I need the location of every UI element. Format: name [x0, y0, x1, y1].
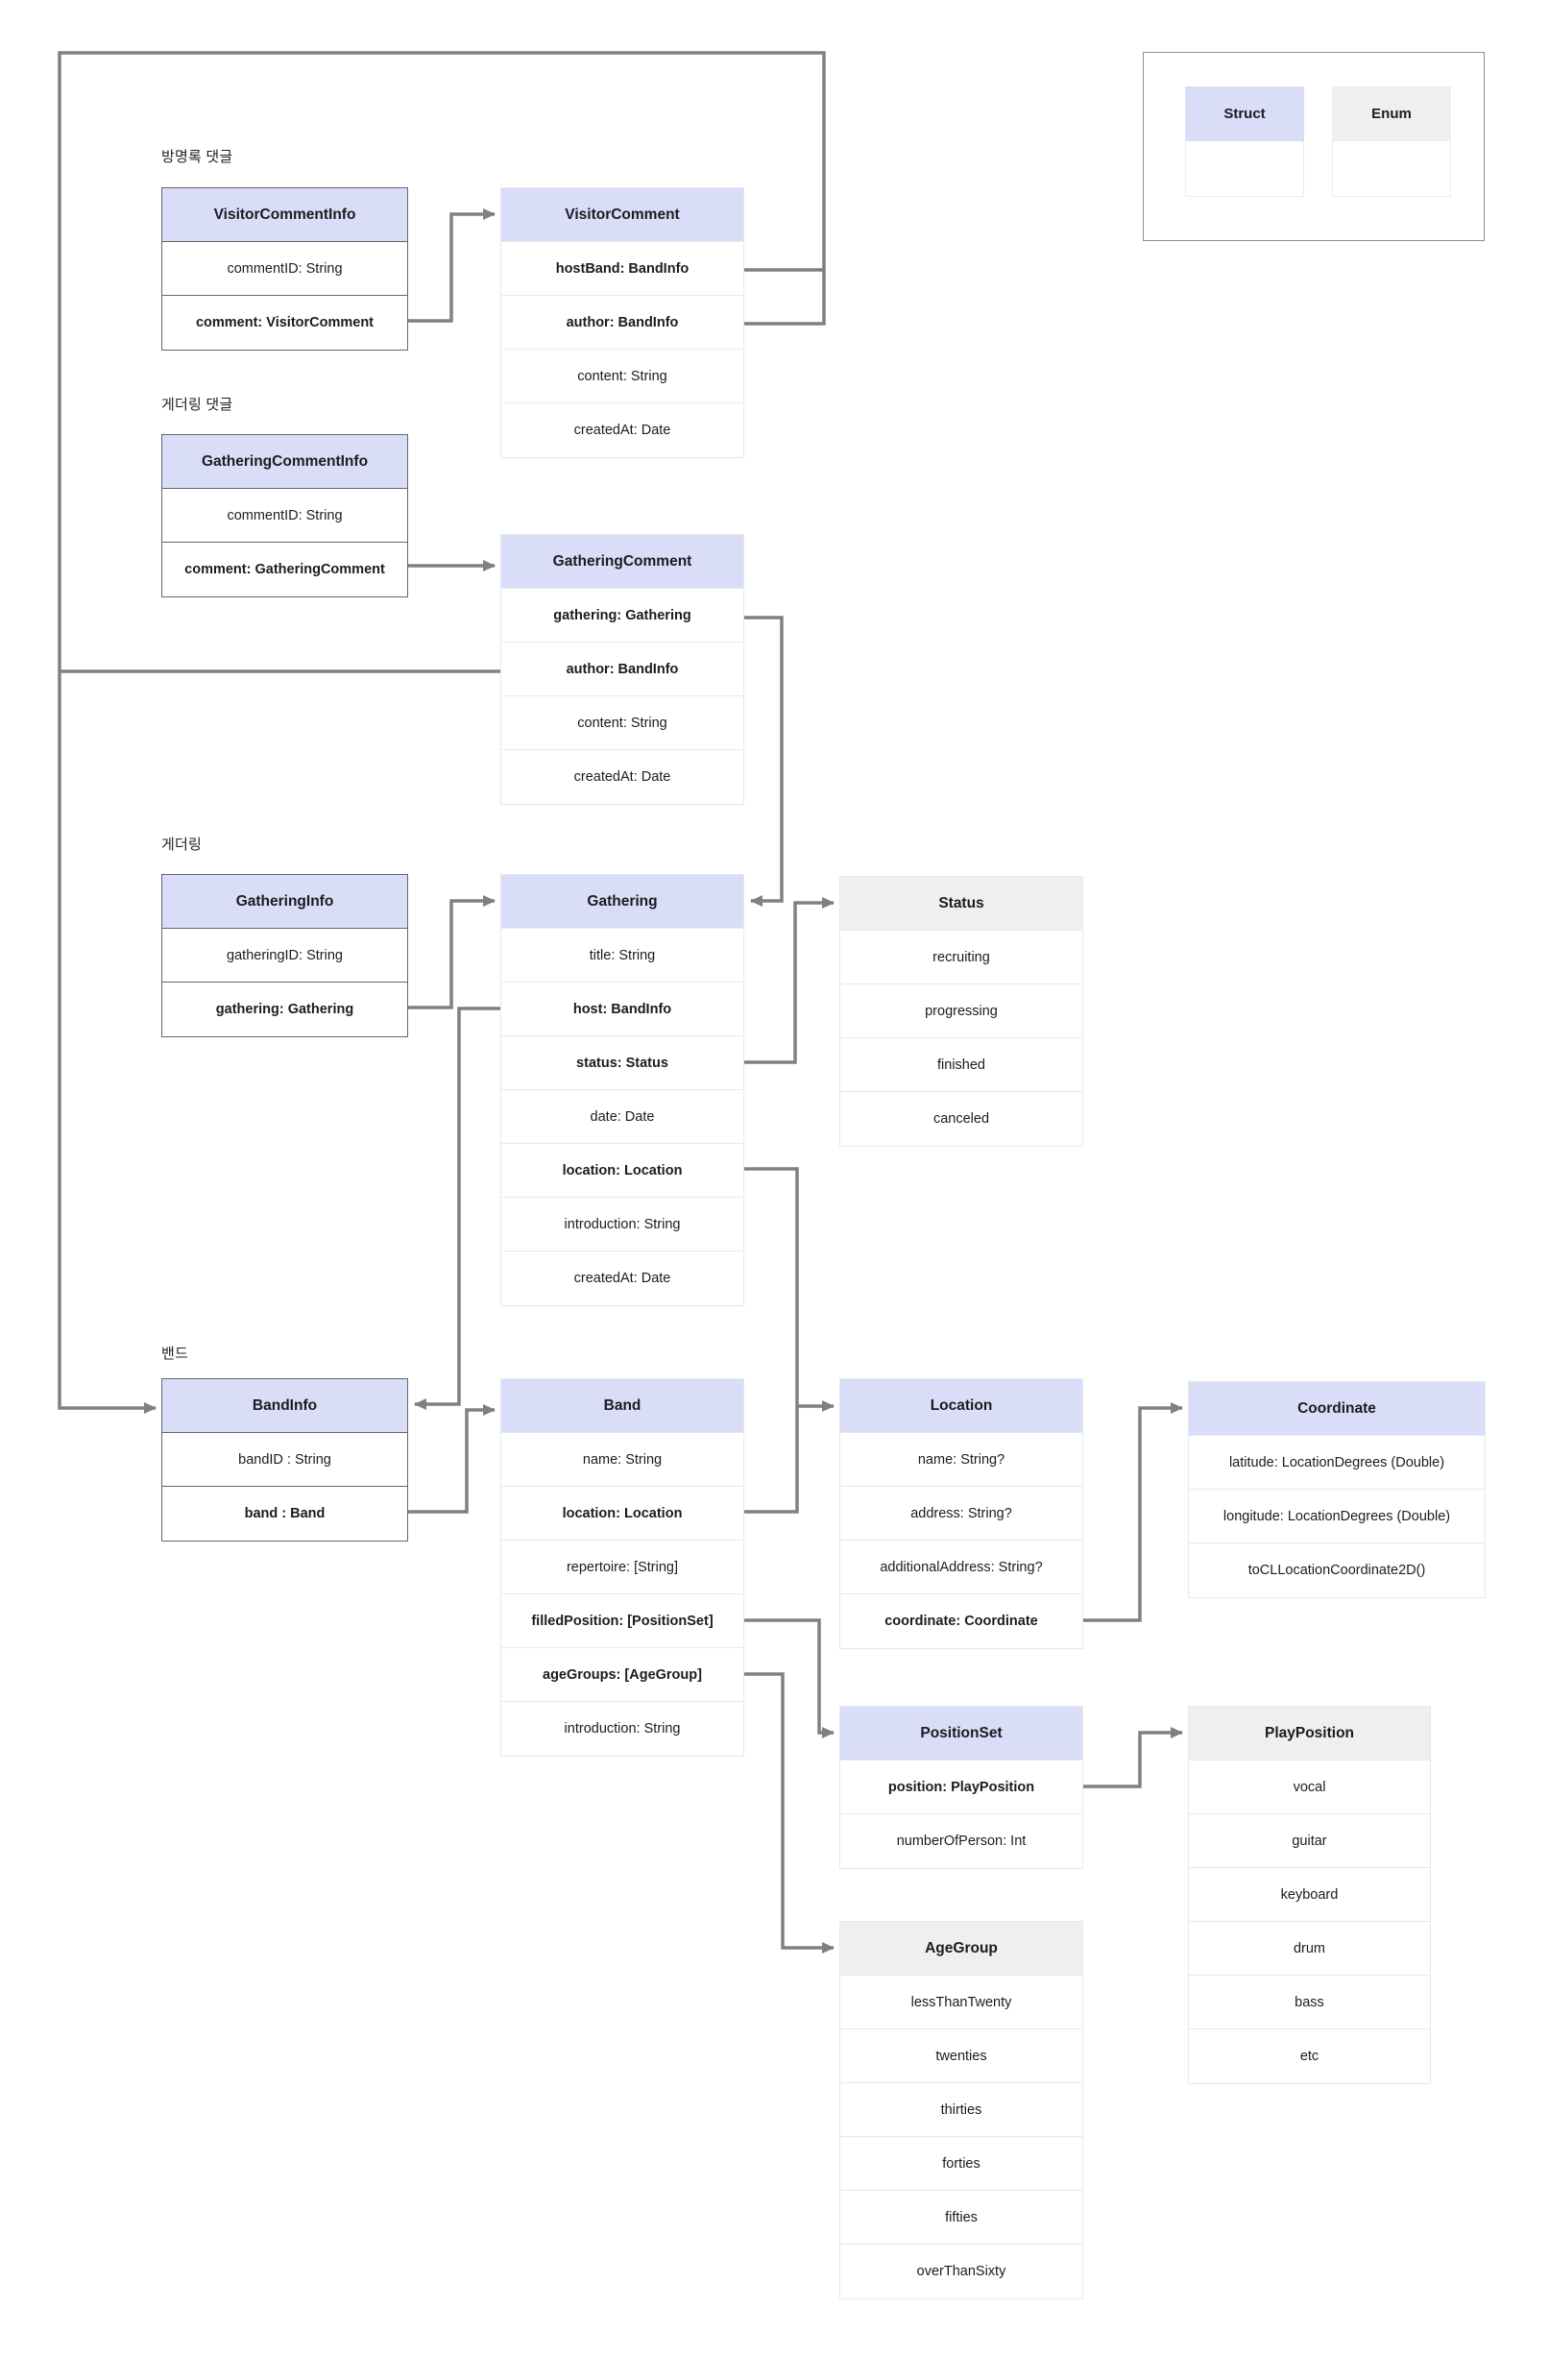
legend-box: Struct Enum [1143, 52, 1485, 241]
table-row: title: String [501, 929, 743, 983]
section-label-gathering-comments: 게더링 댓글 [161, 397, 233, 413]
table-row: bandID : String [162, 1433, 407, 1487]
table-title-gathering-comment-info: GatheringCommentInfo [162, 435, 407, 489]
table-row: repertoire: [String] [501, 1541, 743, 1594]
table-row: content: String [501, 696, 743, 750]
table-row: author: BandInfo [501, 643, 743, 696]
table-title-gathering: Gathering [501, 875, 743, 929]
table-row: progressing [840, 984, 1082, 1038]
table-title-gathering-info: GatheringInfo [162, 875, 407, 929]
table-row: introduction: String [501, 1702, 743, 1756]
table-title-age-group: AgeGroup [840, 1922, 1082, 1976]
table-title-status: Status [840, 877, 1082, 931]
table-row: comment: VisitorComment [162, 296, 407, 350]
legend-struct-header: Struct [1185, 86, 1304, 141]
table-row: location: Location [501, 1487, 743, 1541]
table-row: band : Band [162, 1487, 407, 1541]
table-row: ageGroups: [AgeGroup] [501, 1648, 743, 1702]
table-row: createdAt: Date [501, 1251, 743, 1305]
table-row: bass [1189, 1976, 1430, 2029]
table-row: location: Location [501, 1144, 743, 1198]
table-row: commentID: String [162, 489, 407, 543]
table-row: position: PlayPosition [840, 1761, 1082, 1814]
section-label-gathering: 게더링 [161, 837, 203, 853]
table-row: comment: GatheringComment [162, 543, 407, 596]
table-row: address: String? [840, 1487, 1082, 1541]
table-row: gathering: Gathering [162, 983, 407, 1036]
table-row: vocal [1189, 1761, 1430, 1814]
table-row: etc [1189, 2029, 1430, 2083]
table-title-location: Location [840, 1379, 1082, 1433]
table-row: additionalAddress: String? [840, 1541, 1082, 1594]
table-row: drum [1189, 1922, 1430, 1976]
table-row: name: String [501, 1433, 743, 1487]
table-row: thirties [840, 2083, 1082, 2137]
table-row: longitude: LocationDegrees (Double) [1189, 1490, 1485, 1543]
table-row: latitude: LocationDegrees (Double) [1189, 1436, 1485, 1490]
table-row: name: String? [840, 1433, 1082, 1487]
legend-enum-sample: Enum [1332, 86, 1451, 197]
table-row: commentID: String [162, 242, 407, 296]
table-row: createdAt: Date [501, 750, 743, 804]
table-row: overThanSixty [840, 2245, 1082, 2298]
table-title-visitor-comment-info: VisitorCommentInfo [162, 188, 407, 242]
table-row: hostBand: BandInfo [501, 242, 743, 296]
table-title-band-info: BandInfo [162, 1379, 407, 1433]
legend-struct-body [1185, 141, 1304, 197]
table-title-gathering-comment: GatheringComment [501, 535, 743, 589]
table-row: gatheringID: String [162, 929, 407, 983]
table-row: introduction: String [501, 1198, 743, 1251]
table-title-coordinate: Coordinate [1189, 1382, 1485, 1436]
table-row: coordinate: Coordinate [840, 1594, 1082, 1648]
section-label-guestbook-comments: 방명록 댓글 [161, 149, 233, 165]
table-row: toCLLocationCoordinate2D() [1189, 1543, 1485, 1597]
table-row: createdAt: Date [501, 403, 743, 457]
section-label-band: 밴드 [161, 1346, 189, 1362]
table-title-band: Band [501, 1379, 743, 1433]
table-row: recruiting [840, 931, 1082, 984]
table-row: finished [840, 1038, 1082, 1092]
table-row: fifties [840, 2191, 1082, 2245]
table-row: twenties [840, 2029, 1082, 2083]
table-row: numberOfPerson: Int [840, 1814, 1082, 1868]
table-title-visitor-comment: VisitorComment [501, 188, 743, 242]
connector-group [58, 51, 1183, 1954]
table-row: keyboard [1189, 1868, 1430, 1922]
legend-struct-sample: Struct [1185, 86, 1304, 197]
table-row: guitar [1189, 1814, 1430, 1868]
table-row: status: Status [501, 1036, 743, 1090]
table-row: filledPosition: [PositionSet] [501, 1594, 743, 1648]
table-row: author: BandInfo [501, 296, 743, 350]
legend-enum-header: Enum [1332, 86, 1451, 141]
table-title-play-position: PlayPosition [1189, 1707, 1430, 1761]
table-row: content: String [501, 350, 743, 403]
table-row: forties [840, 2137, 1082, 2191]
table-row: canceled [840, 1092, 1082, 1146]
table-row: date: Date [501, 1090, 743, 1144]
table-title-position-set: PositionSet [840, 1707, 1082, 1761]
table-row: gathering: Gathering [501, 589, 743, 643]
table-row: lessThanTwenty [840, 1976, 1082, 2029]
legend-enum-body [1332, 141, 1451, 197]
table-row: host: BandInfo [501, 983, 743, 1036]
